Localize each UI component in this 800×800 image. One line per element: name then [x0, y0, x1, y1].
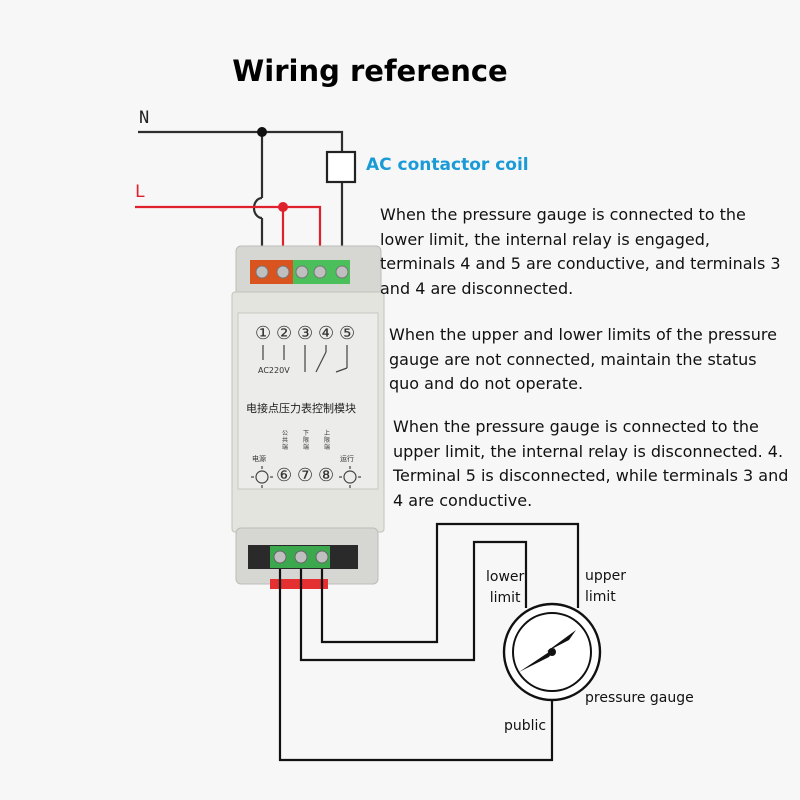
page-title: Wiring reference [232, 54, 508, 88]
module-name: 电接点压力表控制模块 [246, 402, 356, 415]
gauge-label: pressure gauge [585, 690, 694, 706]
control-module [231, 245, 385, 589]
coil-label: AC contactor coil [366, 155, 529, 175]
top-terminal-3: ③ [297, 323, 314, 344]
note-no-limit: When the upper and lower limits of the p… [389, 325, 777, 393]
note-lower-limit: When the pressure gauge is connected to … [380, 205, 781, 298]
upper-limit-label: upper limit [585, 568, 627, 605]
supply-label: AC220V [258, 366, 290, 375]
ac-contactor-coil [325, 150, 357, 184]
public-label: public [504, 718, 547, 734]
top-terminal-4: ④ [318, 323, 335, 344]
gauge-wiring [278, 522, 580, 762]
top-terminal-2: ② [276, 323, 293, 344]
pressure-gauge [502, 602, 602, 702]
bottom-terminal-7: ⑦ [297, 465, 314, 486]
top-terminal-1: ① [255, 323, 272, 344]
live-junction [278, 202, 288, 212]
live-label: L [135, 182, 146, 202]
neutral-label: N [139, 108, 150, 128]
bottom-terminal-8: ⑧ [318, 465, 335, 486]
lower-limit-label: lower limit [486, 569, 525, 606]
indicator-power-label: 电源 [252, 455, 266, 463]
note-upper-limit: When the pressure gauge is connected to … [393, 417, 789, 510]
term7-label: 下限端 [303, 430, 310, 451]
neutral-wire [138, 130, 344, 262]
term6-label: 公共端 [282, 430, 289, 451]
top-terminal-5: ⑤ [339, 323, 356, 344]
bottom-terminal-6: ⑥ [276, 465, 293, 486]
term8-label: 上限端 [324, 430, 331, 451]
indicator-run-label: 运行 [340, 455, 354, 463]
neutral-junction [257, 127, 267, 137]
